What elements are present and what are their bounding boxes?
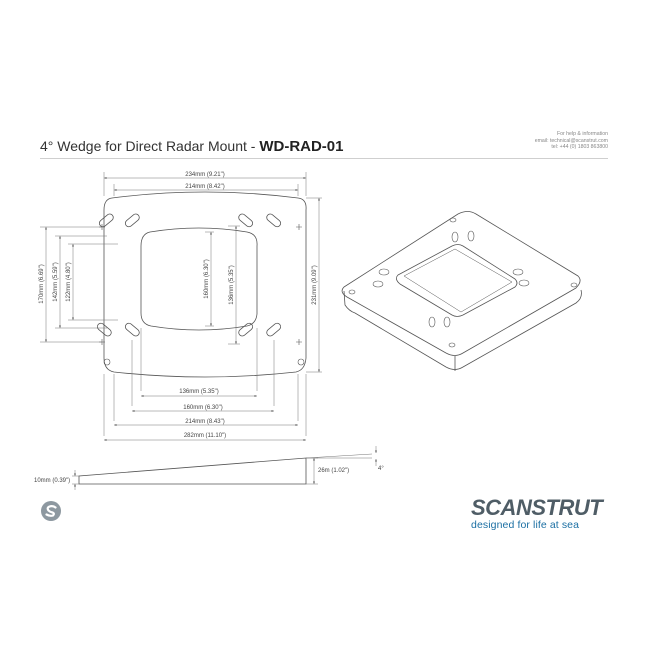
side-dimensions xyxy=(72,446,378,490)
plate-isometric-view xyxy=(341,211,582,371)
dim-26mm: 26m (1.02") xyxy=(318,468,349,474)
help-info: For help & information email: technical@… xyxy=(535,131,608,151)
brand-block: SCANSTRUT designed for life at sea xyxy=(471,495,603,531)
mounting-slots xyxy=(96,213,282,337)
dim-231: 231mm (9.09") xyxy=(312,265,318,304)
plate-outline xyxy=(103,191,307,378)
slot-bottom-left-1 xyxy=(96,322,112,337)
dim-142: 142mm (5.59") xyxy=(53,262,59,301)
iso-side-face xyxy=(343,289,582,370)
dim-234: 234mm (9.21") xyxy=(185,172,224,178)
help-phone: tel: +44 (0) 1803 863800 xyxy=(551,144,608,151)
slot-top-left-2 xyxy=(124,213,140,228)
dim-214-top: 214mm (8.42") xyxy=(185,184,224,190)
slot-bottom-left-2 xyxy=(124,322,140,337)
plan-dimension-labels: 234mm (9.21") 214mm (8.42") 136mm (5.35"… xyxy=(39,172,318,439)
iso-slots xyxy=(348,217,578,348)
slot-top-right-2 xyxy=(266,213,282,228)
dim-136-inner: 136mm (5.35") xyxy=(229,265,235,304)
help-email: email: technical@scanstrut.com xyxy=(534,137,608,144)
dim-282: 282mm (11.10") xyxy=(184,433,226,439)
dim-214-bottom: 214mm (8.43") xyxy=(185,419,224,425)
title-text: 4° Wedge for Direct Radar Mount - xyxy=(40,138,260,154)
plan-dimensions xyxy=(40,172,322,442)
plate-plan-view xyxy=(96,191,307,378)
dim-160-inner: 160mm (6.30") xyxy=(204,259,210,298)
wedge-outline xyxy=(78,457,307,485)
side-dimension-labels: 10mm (0.39") 26m (1.02") 4° xyxy=(34,466,384,484)
iso-top-face xyxy=(341,211,581,356)
help-line-1: For help & information xyxy=(556,131,608,137)
page-title: 4° Wedge for Direct Radar Mount - WD-RAD… xyxy=(40,138,344,155)
header-divider xyxy=(40,158,608,159)
dim-160-bottom: 160mm (6.30") xyxy=(183,405,222,411)
scanstrut-s-logo-icon xyxy=(41,501,61,521)
mounting-holes xyxy=(99,224,305,366)
slot-top-left-1 xyxy=(98,213,114,228)
wedge-side-view xyxy=(78,457,307,485)
dim-170: 170mm (6.69") xyxy=(39,264,45,303)
iso-cutout xyxy=(396,244,518,317)
brand-logo: SCANSTRUT xyxy=(471,495,603,520)
slot-bottom-right-2 xyxy=(266,322,282,337)
dim-10mm: 10mm (0.39") xyxy=(34,478,70,484)
slot-bottom-right-1 xyxy=(238,322,254,337)
product-code: WD-RAD-01 xyxy=(259,138,344,155)
slot-top-right-1 xyxy=(238,213,254,228)
dim-122: 122mm (4.80") xyxy=(66,262,72,301)
dim-136-bottom: 136mm (5.35") xyxy=(179,389,218,395)
plate-center-cutout xyxy=(140,227,258,331)
dim-angle: 4° xyxy=(378,466,384,472)
brand-tagline: designed for life at sea xyxy=(471,519,580,531)
